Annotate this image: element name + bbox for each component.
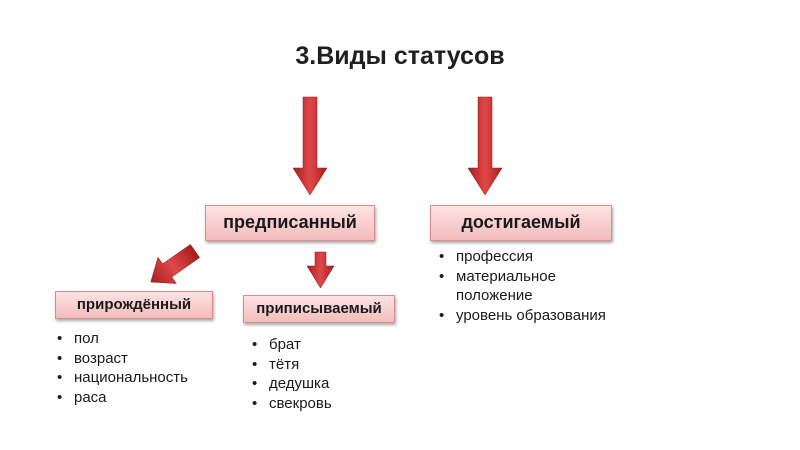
- node-innate-label: прирождённый: [76, 296, 192, 313]
- innate-list: пол возраст национальность раса: [55, 329, 245, 407]
- arrow-down-left-icon: [292, 96, 328, 196]
- list-item: материальное положение: [437, 267, 607, 306]
- arrow-down-right-icon: [467, 96, 503, 196]
- node-attributed-label: приписываемый: [256, 300, 382, 317]
- list-item: возраст: [55, 349, 245, 369]
- node-ascribed-label: предписанный: [223, 212, 357, 232]
- slide-title: 3.Виды статусов: [295, 42, 505, 70]
- achieved-list: профессия материальное положение уровень…: [437, 247, 607, 325]
- list-item: тётя: [250, 355, 400, 375]
- list-item: свекровь: [250, 394, 400, 414]
- node-ascribed: предписанный: [205, 205, 375, 241]
- list-item: профессия: [437, 247, 607, 267]
- node-attributed: приписываемый: [243, 295, 395, 323]
- list-item: раса: [55, 388, 245, 408]
- attributed-list: брат тётя дедушка свекровь: [250, 335, 400, 413]
- arrow-diagonal-icon: [150, 244, 200, 284]
- list-item: уровень образования: [437, 306, 607, 326]
- list-item: дедушка: [250, 374, 400, 394]
- list-item: пол: [55, 329, 245, 349]
- list-item: брат: [250, 335, 400, 355]
- node-achieved: достигаемый: [430, 205, 612, 241]
- arrow-down-small-icon: [306, 251, 335, 289]
- node-achieved-label: достигаемый: [461, 212, 581, 232]
- node-innate: прирождённый: [55, 291, 213, 319]
- list-item: национальность: [55, 368, 245, 388]
